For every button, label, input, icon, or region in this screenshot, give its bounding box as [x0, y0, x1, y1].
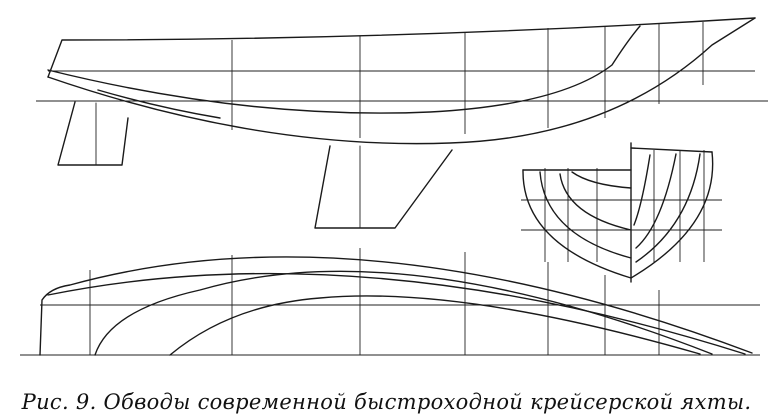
plan-grid	[20, 248, 760, 356]
plan-waterlines	[39, 256, 753, 356]
keel-fin	[314, 145, 453, 229]
profile-outline	[47, 17, 756, 145]
rudder	[57, 101, 129, 166]
profile-grid	[36, 22, 768, 138]
figure-caption: Рис. 9. Обводы современной быстроходной …	[21, 390, 752, 414]
body-plan-grid	[521, 150, 722, 262]
profile-view	[36, 17, 768, 229]
body-plan	[521, 142, 722, 283]
plan-view	[20, 248, 760, 356]
aft-sections	[522, 169, 632, 279]
forward-sections	[630, 147, 714, 279]
